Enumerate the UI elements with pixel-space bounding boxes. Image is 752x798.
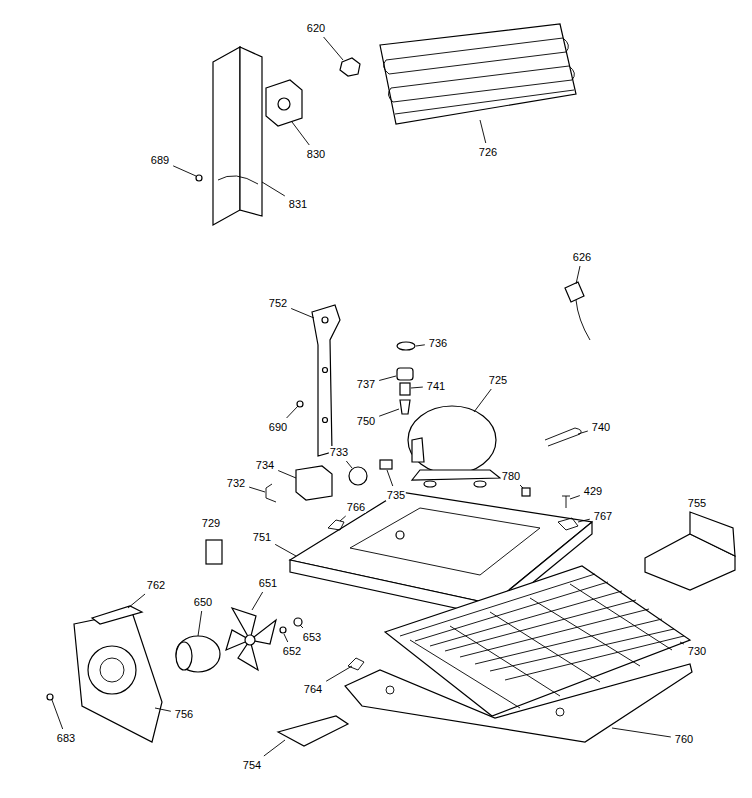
leader-line [411, 387, 423, 389]
leader-line [278, 471, 296, 478]
callout-number: 830 [306, 148, 326, 160]
callout-number: 754 [242, 759, 262, 771]
leader-line [284, 634, 288, 642]
callout-number: 689 [150, 154, 170, 166]
callout-number: 752 [268, 297, 288, 309]
callout-number: 690 [268, 421, 288, 433]
callout-number: 652 [282, 645, 302, 657]
callout-number: 653 [302, 631, 322, 643]
callout-number: 734 [255, 459, 275, 471]
leader-line [387, 470, 393, 486]
leader-line [275, 544, 296, 556]
callout-number: 762 [146, 579, 166, 591]
callout-number: 729 [201, 517, 221, 529]
callout-number: 760 [674, 733, 694, 745]
callout-number: 740 [591, 421, 611, 433]
callout-number: 732 [226, 477, 246, 489]
leader-line [292, 122, 309, 145]
leader-line [128, 594, 145, 608]
leader-line [300, 625, 303, 628]
leader-line [474, 389, 491, 412]
callout-number: 651 [258, 577, 278, 589]
callout-number: 737 [356, 378, 376, 390]
leader-line [576, 266, 580, 284]
leader-line [570, 496, 580, 499]
leader-line [480, 120, 486, 143]
leader-line [578, 431, 588, 434]
callout-number: 755 [687, 497, 707, 509]
callout-number: 767 [593, 510, 613, 522]
leader-line [252, 592, 263, 610]
callout-number: 726 [478, 146, 498, 158]
leader-line [612, 728, 671, 737]
callout-number: 620 [306, 22, 326, 34]
leader-line [173, 166, 196, 176]
leader-line [291, 308, 314, 318]
leader-line [680, 642, 684, 644]
callout-number: 626 [572, 251, 592, 263]
leader-line [264, 740, 285, 756]
callout-number: 750 [356, 415, 376, 427]
callout-number: 764 [303, 683, 323, 695]
leader-line [346, 461, 352, 468]
leader-line [578, 519, 590, 522]
callout-number: 735 [386, 489, 406, 501]
leader-line [198, 611, 202, 636]
leader-line [520, 485, 523, 488]
callout-number: 831 [288, 198, 308, 210]
callout-number: 429 [583, 485, 603, 497]
leader-line [52, 700, 63, 729]
leader-line [155, 708, 171, 711]
callout-number: 730 [687, 645, 707, 657]
callout-number: 766 [346, 501, 366, 513]
callout-number: 751 [252, 531, 272, 543]
callout-number: 741 [426, 380, 446, 392]
callout-number: 733 [329, 446, 349, 458]
leader-line [326, 666, 352, 681]
leader-line [379, 376, 396, 380]
leader-line [340, 516, 346, 521]
callout-number: 756 [174, 708, 194, 720]
leader-line [262, 182, 285, 196]
callout-number: 736 [428, 337, 448, 349]
leader-line [416, 345, 425, 346]
leader-line [324, 37, 343, 60]
callout-number: 725 [488, 374, 508, 386]
leader-line [379, 409, 399, 416]
callout-number: 683 [56, 732, 76, 744]
callout-number: 780 [501, 470, 521, 482]
callout-number: 650 [193, 596, 213, 608]
leader-line [249, 487, 265, 492]
leader-line [287, 406, 298, 418]
